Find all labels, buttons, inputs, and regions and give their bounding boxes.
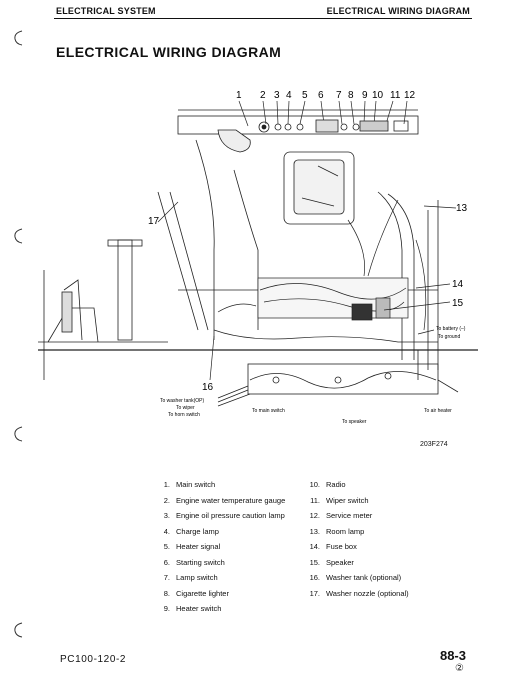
callout-4: 4 bbox=[286, 90, 292, 101]
binder-hole-mark bbox=[14, 30, 23, 46]
legend-item: 15.Speaker bbox=[309, 557, 354, 567]
callout-13: 13 bbox=[456, 203, 468, 214]
legend-item: 10.Radio bbox=[309, 480, 346, 489]
legend-item: 7.Lamp switch bbox=[163, 573, 218, 582]
footer-revision-mark: ② bbox=[455, 663, 464, 674]
legend-item: 3.Engine oil pressure caution lamp bbox=[163, 511, 285, 520]
callout-leaders-side bbox=[157, 201, 457, 381]
header-section: ELECTRICAL SYSTEM bbox=[56, 6, 156, 16]
header-rule bbox=[54, 18, 472, 19]
callout-numbers-top: 1 2 3 4 5 6 7 8 9 10 11 12 bbox=[236, 90, 416, 101]
footer-page-number: 88-3 bbox=[439, 648, 466, 663]
figure-code: 203F274 bbox=[420, 441, 448, 448]
callout-6: 6 bbox=[318, 90, 324, 101]
note-to-speaker: To speaker bbox=[342, 419, 367, 425]
legend-item: 17.Washer nozzle (optional) bbox=[309, 588, 409, 598]
callout-10: 10 bbox=[372, 90, 384, 101]
note-to-wiper: To wiper bbox=[176, 405, 195, 411]
callout-9: 9 bbox=[362, 90, 368, 101]
legend-item: 14.Fuse box bbox=[309, 542, 357, 551]
legend-right-column: 10.Radio 11.Wiper switch 12.Service mete… bbox=[300, 480, 409, 604]
legend-item: 6.Starting switch bbox=[163, 557, 225, 567]
callout-1: 1 bbox=[236, 90, 242, 101]
callout-8: 8 bbox=[348, 90, 354, 101]
leader-lines-top bbox=[238, 100, 408, 127]
wiring-harness bbox=[213, 199, 438, 343]
callout-15: 15 bbox=[452, 298, 464, 309]
footer-model: PC100-120-2 bbox=[60, 654, 127, 665]
cab-frame bbox=[38, 139, 478, 380]
operator-seat bbox=[217, 129, 355, 225]
note-to-main-switch: To main switch bbox=[252, 408, 285, 414]
binder-hole-mark bbox=[14, 228, 23, 244]
legend-item: 4.Charge lamp bbox=[163, 526, 219, 536]
callout-14: 14 bbox=[452, 279, 464, 290]
legend-item: 2.Engine water temperature gauge bbox=[163, 495, 286, 505]
callout-7: 7 bbox=[336, 90, 342, 101]
legend-item: 16.Washer tank (optional) bbox=[309, 573, 402, 582]
legend-item: 9.Heater switch bbox=[163, 604, 222, 613]
note-to-horn-switch: To horn switch bbox=[168, 412, 200, 418]
header-topic: ELECTRICAL WIRING DIAGRAM bbox=[326, 6, 470, 16]
callout-16: 16 bbox=[202, 382, 214, 393]
wiring-diagram: 1 2 3 4 5 6 7 8 9 10 11 12 bbox=[38, 90, 478, 425]
callout-5: 5 bbox=[302, 90, 308, 101]
note-to-ground: To ground bbox=[438, 334, 460, 340]
legend-left-column: 1.Main switch 2.Engine water temperature… bbox=[150, 480, 286, 620]
binder-hole-mark bbox=[14, 426, 23, 442]
callout-3: 3 bbox=[274, 90, 280, 101]
legend-item: 8.Cigarette lighter bbox=[163, 588, 229, 598]
note-to-air-heater: To air heater bbox=[424, 408, 452, 414]
callout-12: 12 bbox=[404, 90, 416, 101]
callout-17: 17 bbox=[148, 216, 160, 227]
legend-item: 12.Service meter bbox=[309, 511, 373, 520]
lower-harness-detail bbox=[217, 363, 459, 407]
note-to-washer-tank: To washer tank(OP) bbox=[160, 398, 205, 404]
callout-2: 2 bbox=[260, 90, 266, 101]
legend-item: 5.Heater signal bbox=[163, 542, 221, 551]
binder-hole-mark bbox=[14, 622, 23, 638]
instrument-panel bbox=[177, 109, 419, 135]
legend-item: 1.Main switch bbox=[163, 480, 216, 489]
legend-item: 13.Room lamp bbox=[309, 526, 365, 536]
legend-item: 11.Wiper switch bbox=[310, 495, 369, 505]
page-title: ELECTRICAL WIRING DIAGRAM bbox=[56, 44, 282, 60]
note-to-battery: To battery (–) bbox=[436, 326, 466, 332]
page-header: ELECTRICAL SYSTEM ELECTRICAL WIRING DIAG… bbox=[0, 0, 510, 22]
callout-11: 11 bbox=[390, 90, 401, 101]
